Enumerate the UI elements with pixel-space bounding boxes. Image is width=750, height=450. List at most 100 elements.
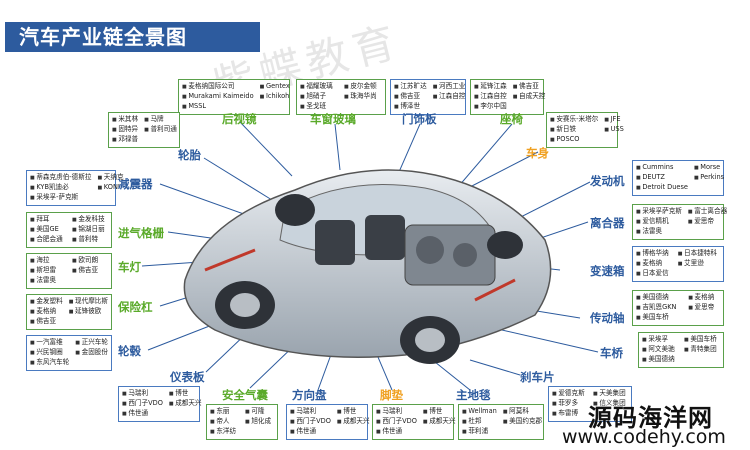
supplier-box-luntai: 米其林 马牌 固特异 普利司通 邓禄普 bbox=[108, 112, 180, 148]
supplier-item: 一汽富维 bbox=[30, 338, 69, 348]
label-shachepian: 刹车片 bbox=[520, 370, 555, 384]
supplier-item: 佛吉亚 bbox=[30, 317, 63, 327]
supplier-item: 普利特 bbox=[72, 235, 108, 245]
supplier-item: 爱德克斯 bbox=[552, 389, 587, 399]
label-jinqigeshan: 进气格栅 bbox=[118, 226, 164, 240]
supplier-item: Gentex bbox=[260, 82, 290, 92]
supplier-item: 金发塑料 bbox=[30, 297, 62, 307]
supplier-item: 博世 bbox=[337, 407, 370, 417]
line-cheshen bbox=[467, 151, 539, 189]
supplier-item: 伟世通 bbox=[122, 409, 163, 419]
supplier-item: POSCO bbox=[550, 135, 598, 145]
supplier-item: 采埃孚 bbox=[642, 335, 678, 345]
line-chedeng bbox=[141, 261, 201, 267]
supplier-item: 兴民钢圈 bbox=[30, 348, 69, 358]
supplier-item: 帝人 bbox=[210, 417, 239, 427]
supplier-item: 现代摩比斯 bbox=[69, 297, 108, 307]
supplier-box-chechuangboli: 福耀玻璃 皮尔金顿 旭硝子 珠海华尚 圣戈班 bbox=[296, 79, 386, 115]
supplier-box-liheqi: 采埃孚萨克斯 富士离合器 爱信精机 爱思帝 法雷奥 bbox=[632, 204, 727, 240]
site-url: www.codehy.com bbox=[562, 426, 726, 448]
label-houshijing: 后视镜 bbox=[222, 112, 257, 126]
supplier-item: 麦格纳 bbox=[688, 293, 720, 303]
supplier-item: 西门子VDO bbox=[290, 417, 331, 427]
supplier-item: Murakami Kaimeido bbox=[182, 92, 253, 102]
line-shachepian bbox=[469, 359, 521, 376]
label-cheqiao: 车桥 bbox=[600, 346, 623, 360]
supplier-item: 吉凯恩GKN bbox=[636, 303, 682, 313]
supplier-item: 拜耳 bbox=[30, 215, 66, 225]
supplier-box-houshijing: 麦格纳国际公司 Gentex Murakami Kaimeido Ichikoh… bbox=[178, 79, 290, 115]
page-title: 汽车产业链全景图 bbox=[19, 25, 187, 49]
label-jianzhenqi: 减震器 bbox=[118, 177, 153, 191]
supplier-item: 安赛乐-米塔尔 bbox=[550, 115, 598, 125]
supplier-item: 富士离合器 bbox=[688, 207, 727, 217]
supplier-item: Morse bbox=[694, 163, 724, 173]
supplier-item: 杜邦 bbox=[462, 417, 497, 427]
supplier-item: 金固股份 bbox=[75, 348, 108, 358]
supplier-item: 成都天兴 bbox=[169, 399, 201, 409]
supplier-item: 福耀玻璃 bbox=[300, 82, 338, 92]
supplier-item: 博世 bbox=[169, 389, 202, 399]
supplier-item: KONI bbox=[97, 183, 123, 193]
supplier-item: 博格华纳 bbox=[636, 249, 672, 259]
supplier-box-anquanqinang: 东丽 可隆 帝人 旭化成 东洋纺 bbox=[206, 404, 278, 440]
label-chuandongzhou: 传动轴 bbox=[590, 311, 625, 325]
supplier-box-chedeng: 海拉 欧司朗 斯坦雷 佛吉亚 法雷奥 bbox=[26, 253, 112, 289]
supplier-box-zhudiditan: Wellman 阿莫科 杜邦 美国约克郡 菲利浦 bbox=[458, 404, 544, 440]
supplier-item: 延锋彼欧 bbox=[69, 307, 108, 317]
label-fadongji: 发动机 bbox=[590, 174, 625, 188]
supplier-item: 佛吉亚 bbox=[513, 82, 546, 92]
supplier-item: 可隆 bbox=[245, 407, 274, 417]
supplier-item: 江森自控 bbox=[433, 92, 465, 102]
supplier-item: 阿莫科 bbox=[503, 407, 542, 417]
label-jiaodian: 脚垫 bbox=[380, 388, 403, 402]
supplier-item: 采埃孚萨克斯 bbox=[636, 207, 682, 217]
supplier-item: 美国德纳 bbox=[636, 293, 682, 303]
supplier-box-cheshen: 安赛乐-米塔尔 JFE 新日铁 USS POSCO bbox=[546, 112, 624, 148]
supplier-item: 米其林 bbox=[112, 115, 138, 125]
supplier-item: 欧司朗 bbox=[72, 256, 108, 266]
supplier-item: 美国德纳 bbox=[642, 355, 678, 365]
supplier-item: Perkins bbox=[694, 173, 724, 183]
supplier-item: 江苏旷达 bbox=[394, 82, 426, 92]
supplier-item: 爱思帝 bbox=[688, 303, 720, 313]
label-biansuxiang: 变速箱 bbox=[590, 264, 625, 278]
supplier-item: 海拉 bbox=[30, 256, 66, 266]
line-chechuangboli bbox=[334, 123, 341, 171]
supplier-item: Wellman bbox=[462, 407, 497, 417]
supplier-item: KYB凯迪必 bbox=[30, 183, 91, 193]
supplier-box-menshiban: 江苏旷达 河西工业 佛吉亚 江森自控 博泽世 bbox=[390, 79, 466, 115]
supplier-item: 锦湖日丽 bbox=[72, 225, 108, 235]
supplier-item: 美国车桥 bbox=[684, 335, 720, 345]
supplier-item: 马瑞利 bbox=[290, 407, 331, 417]
supplier-item: 日本爱信 bbox=[636, 269, 672, 279]
supplier-item: 自成天控 bbox=[513, 92, 545, 102]
supplier-item: 李尔中国 bbox=[474, 102, 506, 112]
supplier-item: 伟世通 bbox=[376, 427, 417, 437]
supplier-item: Ichikoh bbox=[260, 92, 290, 102]
supplier-box-shachepian: 爱德克斯 天美集团 菲罗多 信义集团 布雷博 bbox=[548, 386, 632, 422]
supplier-box-lungu: 一汽富维 正兴车轮 兴民钢圈 金固股份 东风汽车轮 bbox=[26, 335, 112, 371]
line-houshijing bbox=[239, 121, 293, 177]
supplier-item: 采埃孚-萨克斯 bbox=[30, 193, 91, 203]
supplier-item: 爱信精机 bbox=[636, 217, 682, 227]
supplier-item: 麦格纳 bbox=[636, 259, 672, 269]
supplier-item: 固特异 bbox=[112, 125, 138, 135]
supplier-item: 麦格纳 bbox=[30, 307, 63, 317]
supplier-item: 佛吉亚 bbox=[394, 92, 427, 102]
supplier-item: 日本捷特科 bbox=[678, 249, 720, 259]
label-zhudiditan: 主地毯 bbox=[456, 388, 491, 402]
supplier-box-chuandongzhou: 美国德纳 麦格纳 吉凯恩GKN 爱思帝 美国车桥 bbox=[632, 290, 724, 326]
supplier-box-baoxiangang: 金发塑料 现代摩比斯 麦格纳 延锋彼欧 佛吉亚 bbox=[26, 294, 112, 330]
line-jianzhenqi bbox=[159, 183, 256, 219]
supplier-item: 博世 bbox=[423, 407, 456, 417]
supplier-item: 菲利浦 bbox=[462, 427, 497, 437]
supplier-item: 东风汽车轮 bbox=[30, 358, 69, 368]
supplier-item: 天美集团 bbox=[593, 389, 628, 399]
label-fangxiangpan: 方向盘 bbox=[292, 388, 327, 402]
supplier-item: 伟世通 bbox=[290, 427, 331, 437]
supplier-item: 菲罗多 bbox=[552, 399, 587, 409]
supplier-box-yibiaoban: 马瑞利 博世 西门子VDO 成都天兴 伟世通 bbox=[118, 386, 202, 422]
supplier-item: 博泽世 bbox=[394, 102, 427, 112]
supplier-item: 青特集团 bbox=[684, 345, 720, 355]
